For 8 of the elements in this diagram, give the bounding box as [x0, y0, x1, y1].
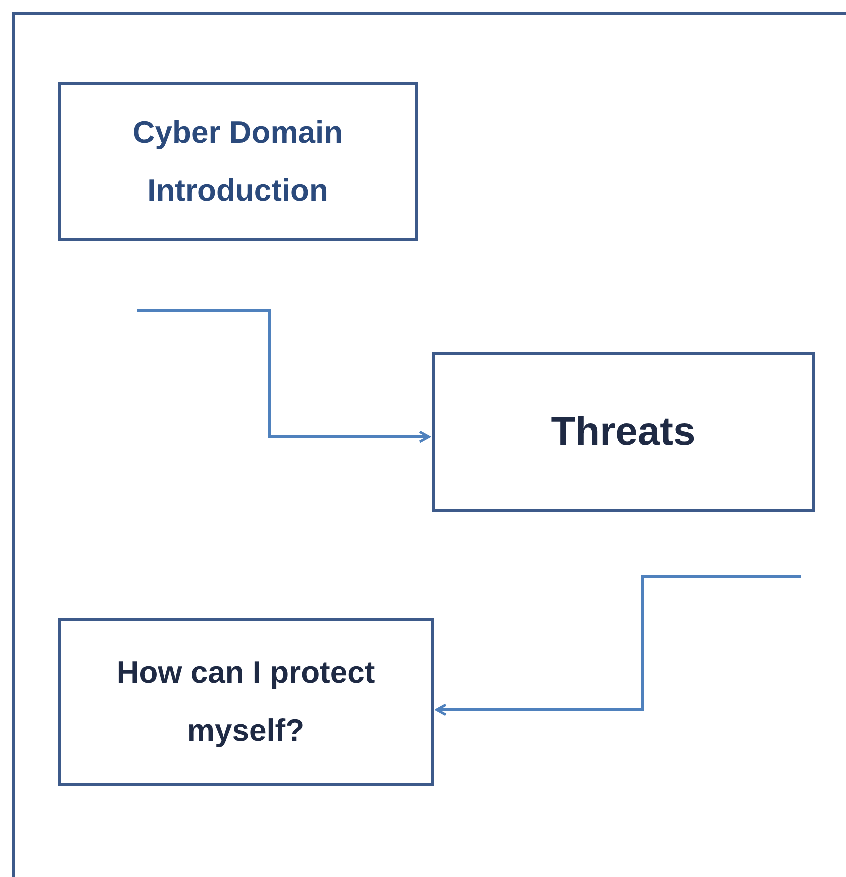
elbow-arrow [436, 576, 801, 716]
process-box [58, 618, 434, 786]
box-label: Threats [550, 409, 697, 456]
elbow-arrow [137, 310, 430, 444]
box-label: Cyber Domain Introduction [132, 114, 344, 210]
process-box [58, 82, 418, 241]
box-label: How can I protect myself? [116, 654, 376, 750]
process-box [432, 352, 815, 512]
